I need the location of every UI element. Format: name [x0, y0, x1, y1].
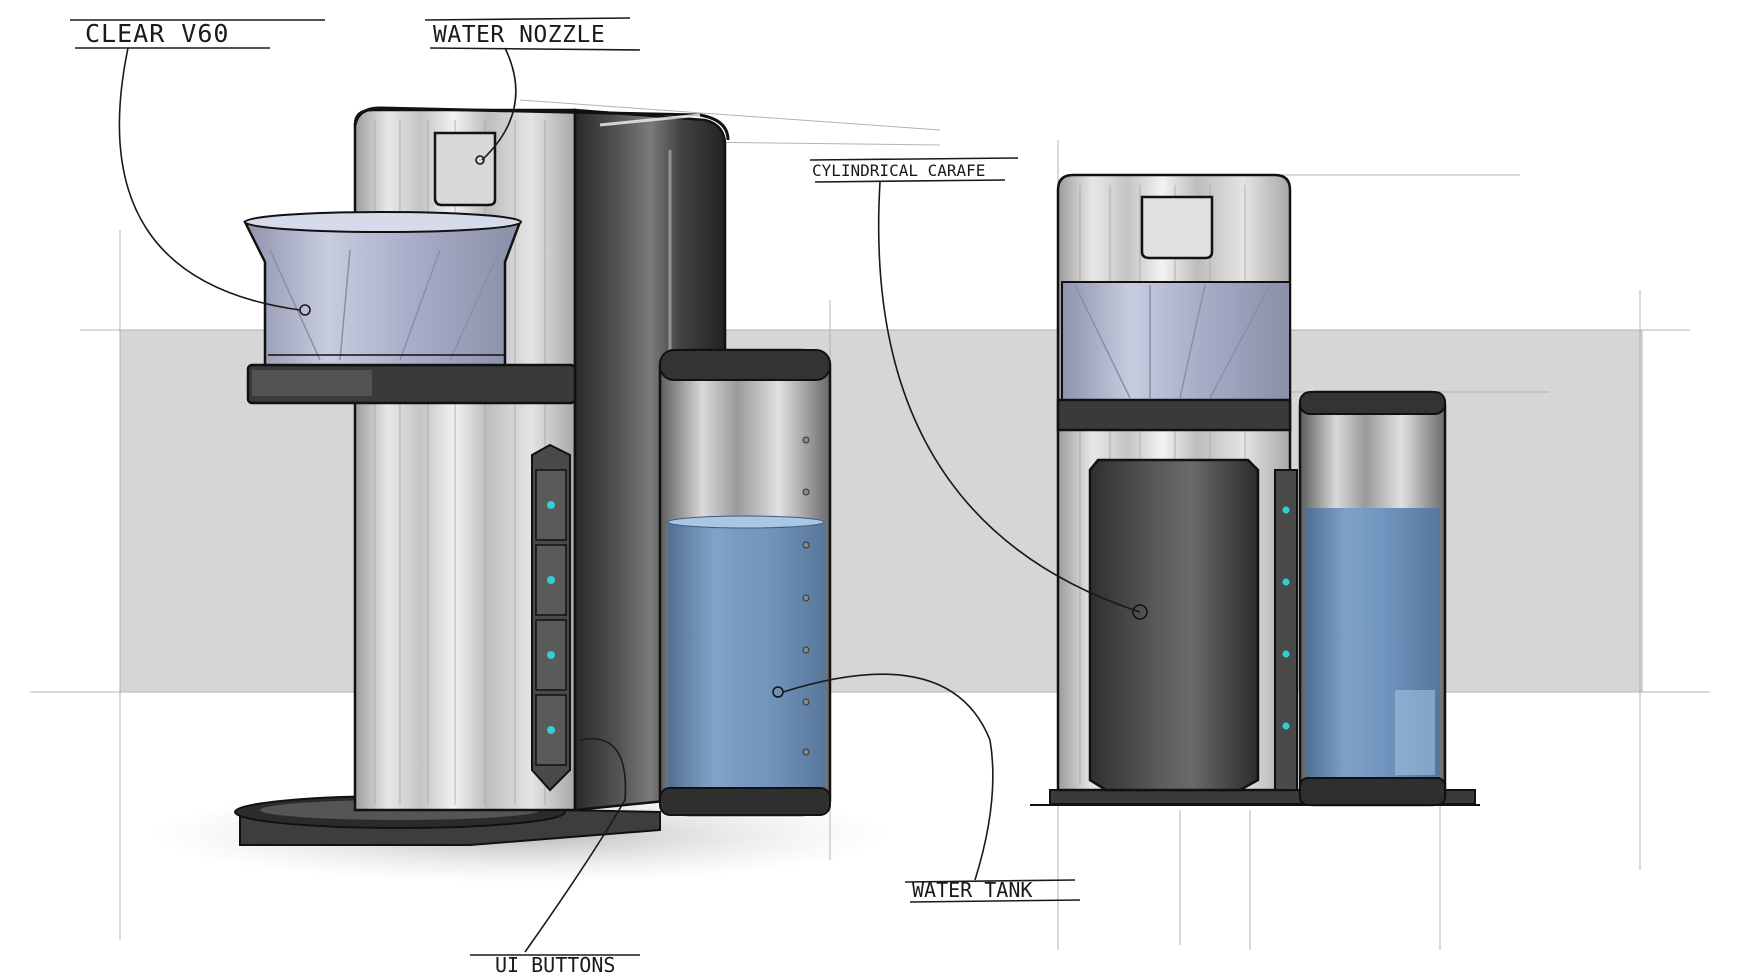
clear-v60 — [243, 215, 522, 367]
water-level — [668, 517, 825, 790]
led-indicator — [1282, 506, 1290, 514]
water-tank — [658, 348, 832, 817]
led-indicator — [547, 726, 555, 734]
front-ui-button-strip — [1274, 469, 1298, 791]
label-water-nozzle: WATER NOZZLE — [433, 22, 605, 48]
machine-front-view — [1030, 173, 1480, 807]
water-nozzle — [433, 131, 497, 207]
led-indicator — [547, 501, 555, 509]
led-indicator — [547, 576, 555, 584]
label-clear-v60: CLEAR V60 — [85, 19, 229, 48]
tank-level-marks — [802, 436, 810, 756]
ui-buttons — [535, 469, 567, 766]
front-water-nozzle — [1140, 195, 1214, 260]
cylindrical-carafe — [1088, 458, 1260, 792]
front-v60-holder — [1056, 398, 1292, 432]
led-indicator — [547, 651, 555, 659]
front-v60 — [1061, 281, 1291, 401]
led-indicator — [1282, 650, 1290, 658]
machine-perspective-view — [234, 106, 832, 846]
label-ui-buttons: UI BUTTONS — [495, 953, 615, 975]
callout-lines — [70, 17, 1141, 979]
label-cylindrical-carafe: CYLINDRICAL CARAFE — [812, 161, 985, 180]
label-water-tank: WATER TANK — [912, 878, 1032, 902]
led-indicator — [1282, 578, 1290, 586]
led-indicator — [1282, 722, 1290, 730]
